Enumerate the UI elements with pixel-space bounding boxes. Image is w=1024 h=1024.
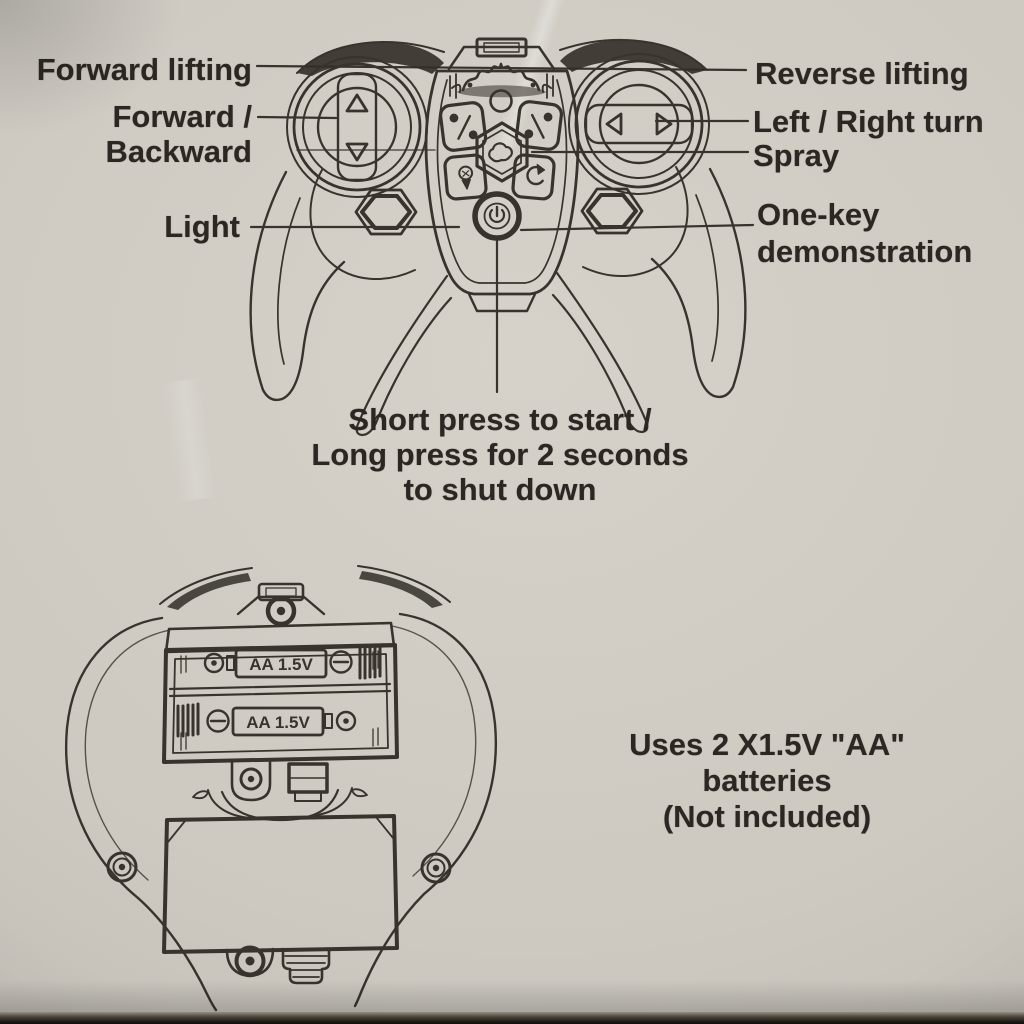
- battery-cell-2: AA 1.5V: [176, 702, 357, 738]
- label-light: Light: [0, 209, 240, 244]
- page-bottom-edge: [0, 1012, 1024, 1024]
- negative-terminal-icon: [329, 650, 353, 674]
- label-spray: Spray: [753, 138, 839, 173]
- battery-cover-plate[interactable]: [162, 814, 399, 985]
- label-text: (Not included): [662, 799, 872, 834]
- speed-dots-icon: [449, 113, 478, 140]
- rotate-button[interactable]: [511, 153, 556, 201]
- left-antenna-tip: [167, 573, 251, 610]
- battery-divider: [168, 682, 392, 698]
- negative-terminal-icon: [206, 709, 230, 733]
- console-inner-line: [436, 79, 568, 284]
- right-shoulder-line: [559, 38, 708, 71]
- up-arrow-icon: [345, 93, 369, 113]
- grip-outlines: [249, 167, 747, 437]
- battery1-label: AA 1.5V: [249, 655, 313, 674]
- right-arrow-icon: [655, 112, 673, 136]
- left-stick[interactable]: [286, 56, 428, 198]
- label-text: Uses 2 X1.5V "AA": [629, 727, 905, 762]
- antenna-housing: [447, 37, 556, 71]
- label-text: batteries: [702, 763, 832, 798]
- battery-cell-1: AA 1.5V: [203, 644, 382, 680]
- spray-button[interactable]: [475, 121, 529, 183]
- speed-button-right[interactable]: [514, 100, 563, 151]
- label-text: demonstration: [757, 234, 973, 269]
- label-text: Spray: [753, 138, 840, 173]
- label-forward-backward: Forward / Backward: [0, 99, 252, 169]
- one-key-leader-line: [519, 223, 755, 232]
- label-forward-lifting: Forward lifting: [0, 52, 252, 87]
- down-arrow-icon: [345, 142, 369, 162]
- label-text: Short press to start /: [348, 402, 652, 437]
- label-text: to shut down: [403, 472, 597, 507]
- label-text: Light: [164, 209, 240, 244]
- left-antenna-line: [159, 567, 253, 605]
- spring-coil-icon: [358, 644, 382, 680]
- left-arrow-icon: [605, 112, 623, 136]
- label-text: Backward: [105, 134, 252, 169]
- spray-cloud-icon: [488, 142, 513, 163]
- connector-block: [287, 762, 329, 802]
- right-stick[interactable]: [568, 53, 710, 195]
- console-bottom-notch: [467, 292, 537, 313]
- spring-coil-icon: [176, 702, 200, 738]
- one-key-demo-button[interactable]: [580, 187, 644, 235]
- back-grip-outlines: [65, 612, 497, 1012]
- label-one-key-demonstration: One-key demonstration: [757, 196, 972, 270]
- left-panel-line: [309, 169, 416, 280]
- left-grip-screw: [106, 851, 138, 883]
- positive-terminal-icon: [203, 652, 225, 674]
- cover-screw: [225, 945, 275, 978]
- power-button[interactable]: [472, 191, 522, 241]
- speed-button-left[interactable]: [439, 101, 488, 152]
- battery2-label: AA 1.5V: [246, 713, 310, 732]
- light-button[interactable]: [354, 188, 418, 236]
- label-text: Reverse lifting: [755, 56, 969, 91]
- power-icon: [488, 205, 506, 223]
- label-text: Forward /: [112, 99, 252, 134]
- speed-dots-icon: [524, 112, 553, 139]
- controller-front-diagram: [249, 37, 755, 437]
- trim-dial[interactable]: [489, 89, 513, 113]
- forward-backward-leader-line: [256, 115, 338, 120]
- nozzle-icon: [458, 165, 474, 190]
- label-text: Left / Right turn: [753, 104, 984, 139]
- back-top-screw: [265, 595, 297, 627]
- right-grip-screw: [420, 852, 452, 884]
- nozzle-button[interactable]: [443, 153, 488, 201]
- label-reverse-lifting: Reverse lifting: [755, 56, 969, 91]
- cover-latch[interactable]: [281, 947, 331, 985]
- crown-emblem-icon: [449, 62, 554, 99]
- label-text: One-key: [757, 197, 880, 232]
- controller-back-diagram: AA 1.5V: [65, 565, 497, 1012]
- mount-tab: [230, 760, 272, 802]
- battery-compartment[interactable]: AA 1.5V: [162, 643, 399, 764]
- positive-terminal-icon: [335, 710, 357, 732]
- label-left-right-turn: Left / Right turn: [753, 104, 984, 139]
- label-battery-note: Uses 2 X1.5V "AA" batteries (Not include…: [557, 727, 977, 835]
- label-power-instructions: Short press to start / Long press for 2 …: [250, 402, 750, 507]
- console-outline: [424, 69, 580, 296]
- right-panel-line: [582, 166, 689, 277]
- right-antenna-line: [357, 565, 451, 603]
- rotate-icon: [526, 163, 546, 186]
- right-antenna-tip: [359, 571, 443, 608]
- label-text: Long press for 2 seconds: [311, 437, 689, 472]
- left-shoulder-line: [296, 41, 445, 74]
- label-text: Forward lifting: [36, 52, 252, 87]
